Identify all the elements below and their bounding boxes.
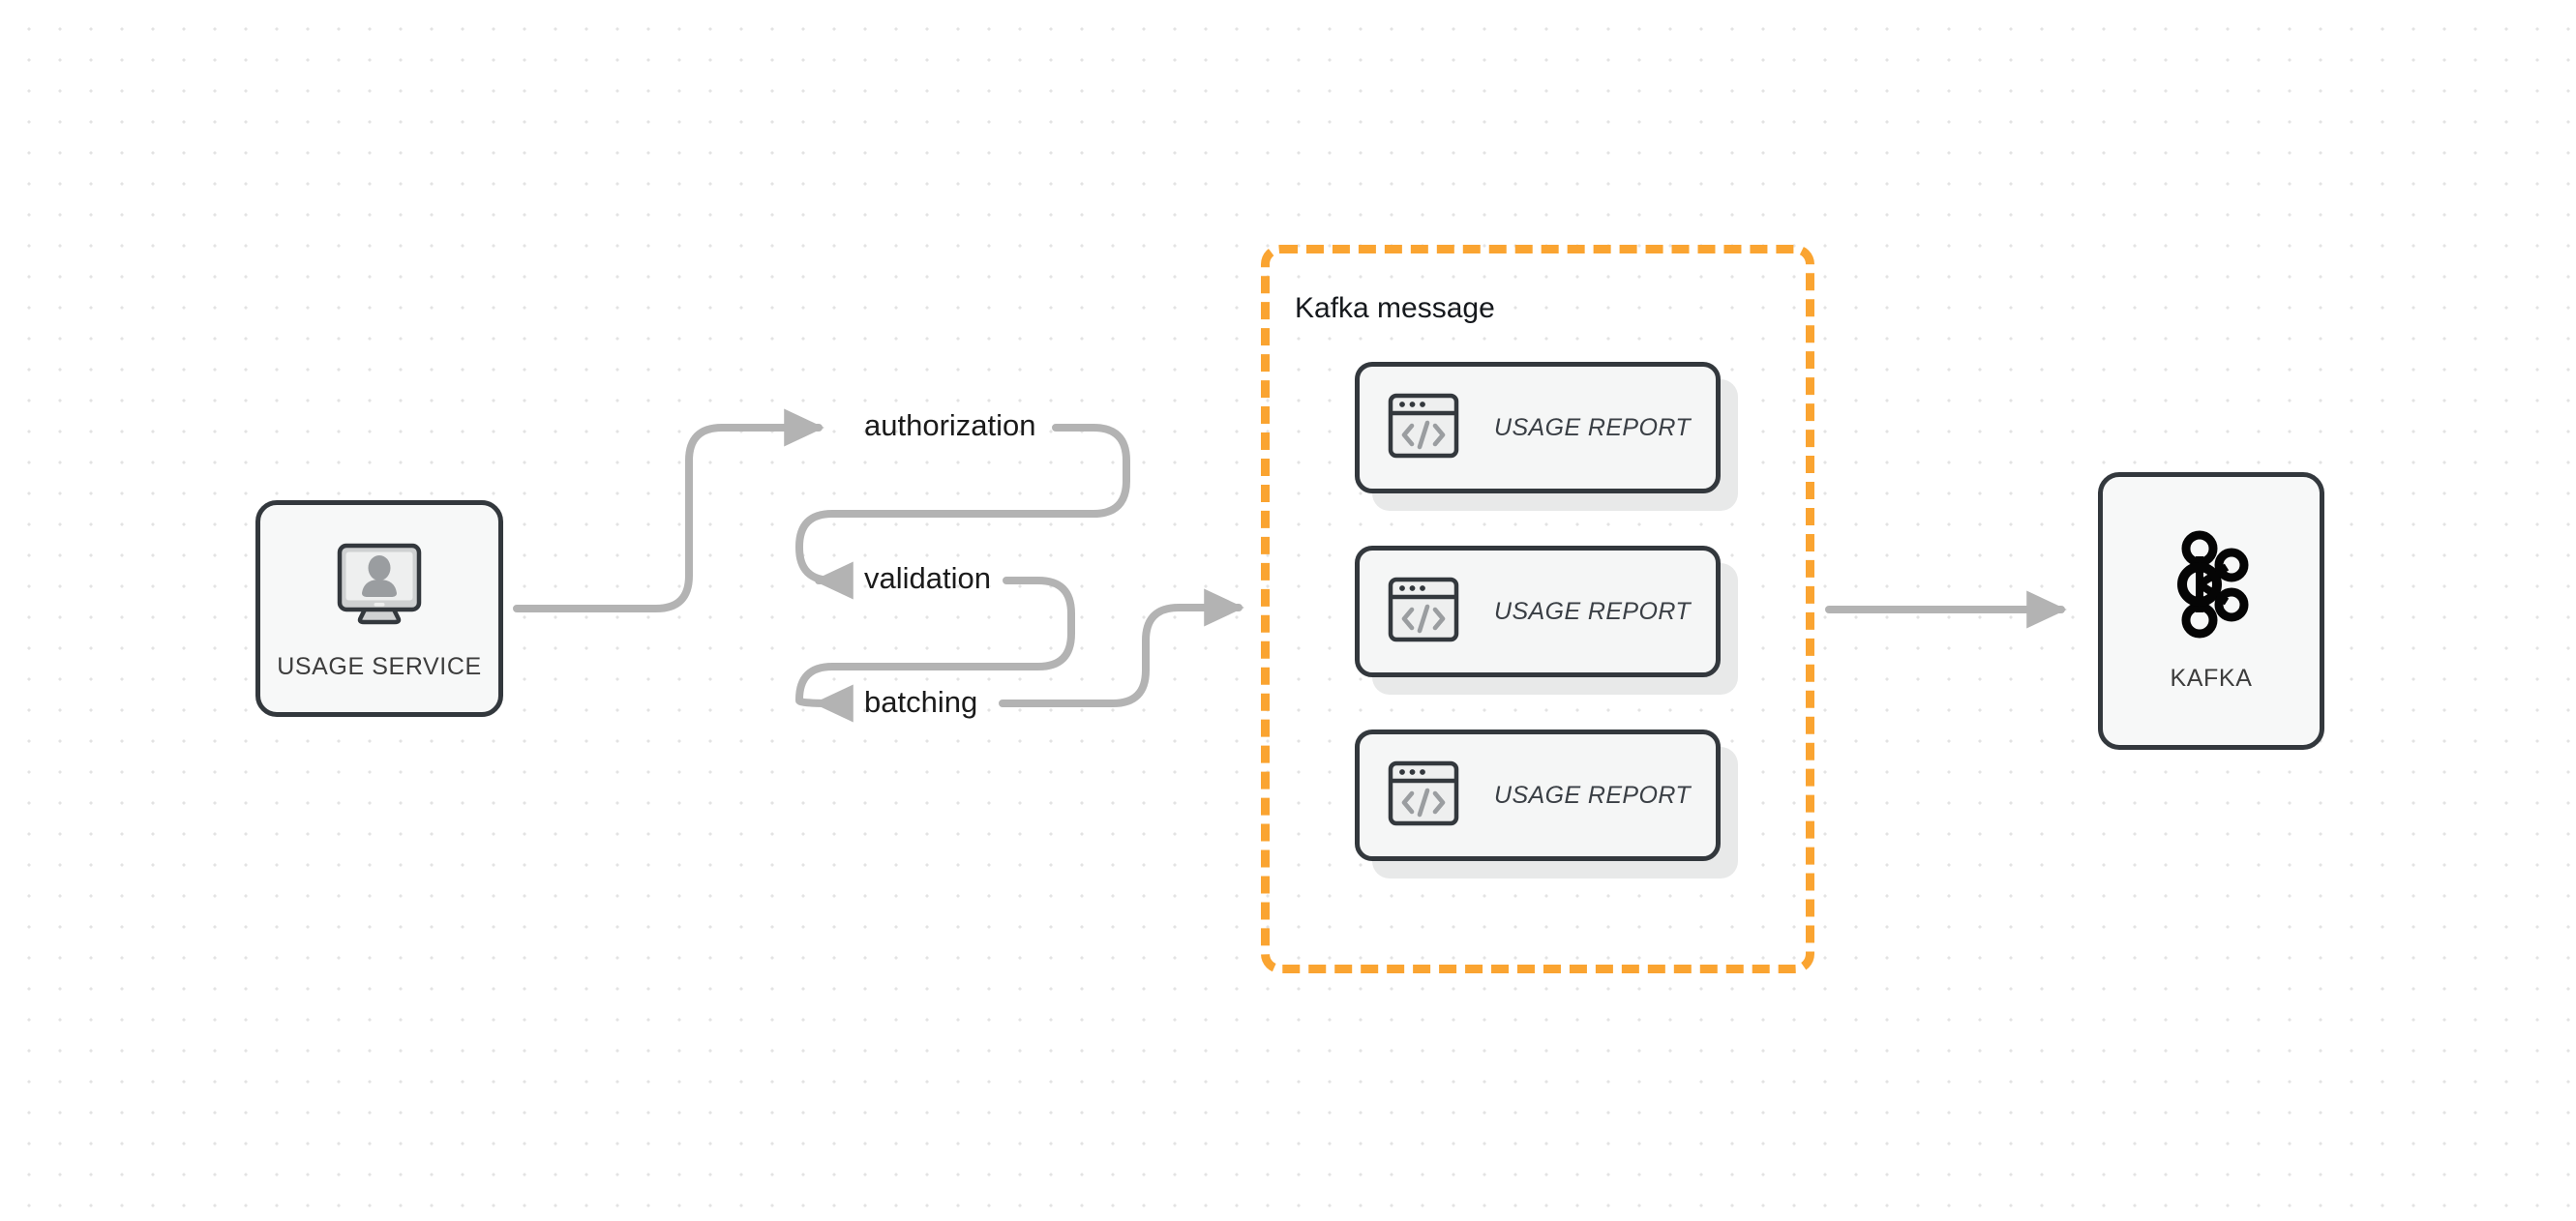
code-window-icon: [1388, 390, 1459, 466]
group-kafka-message: [1261, 245, 1814, 973]
step-label-authorization: authorization: [864, 408, 1036, 442]
card-usage-report[interactable]: USAGE REPORT: [1355, 362, 1738, 511]
card-usage-report-label: USAGE REPORT: [1494, 413, 1691, 441]
code-window-icon: [1388, 574, 1459, 650]
card-usage-report[interactable]: USAGE REPORT: [1355, 730, 1738, 879]
code-window-icon: [1388, 758, 1459, 834]
kafka-logo-icon: [2171, 530, 2252, 643]
node-usage-service[interactable]: USAGE SERVICE: [255, 500, 503, 717]
card-usage-report-label: USAGE REPORT: [1494, 781, 1691, 809]
node-kafka[interactable]: KAFKA: [2098, 472, 2324, 750]
monitor-user-icon: [329, 536, 430, 638]
edge-batching-to-kafka-message: [999, 588, 1244, 707]
node-kafka-label: KAFKA: [2170, 664, 2253, 692]
step-label-batching: batching: [864, 685, 978, 719]
card-usage-report-label: USAGE REPORT: [1494, 597, 1691, 625]
group-kafka-message-title: Kafka message: [1295, 292, 1495, 324]
step-label-validation: validation: [864, 561, 991, 595]
card-front[interactable]: USAGE REPORT: [1355, 362, 1721, 493]
card-front[interactable]: USAGE REPORT: [1355, 730, 1721, 861]
edge-authorization-to-validation: [795, 424, 1130, 600]
card-usage-report[interactable]: USAGE REPORT: [1355, 546, 1738, 695]
edge-usage-service-to-authorization: [513, 408, 824, 612]
node-usage-service-label: USAGE SERVICE: [277, 653, 482, 680]
card-front[interactable]: USAGE REPORT: [1355, 546, 1721, 677]
